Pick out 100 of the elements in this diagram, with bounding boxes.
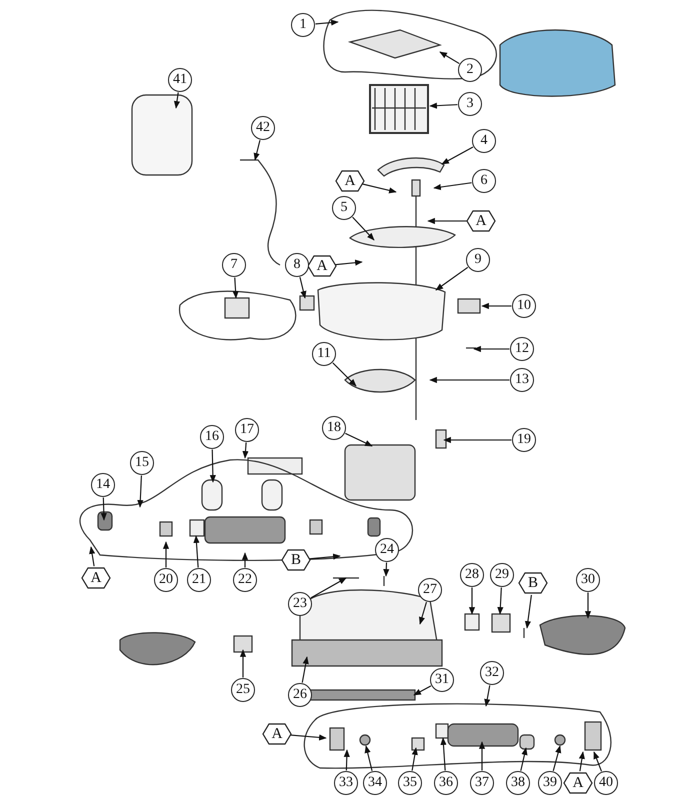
callout-number: 13 — [510, 368, 534, 392]
callout-number: 41 — [168, 68, 192, 92]
callout-number: 28 — [460, 563, 484, 587]
leader-line — [552, 745, 562, 772]
leader-line — [315, 20, 339, 26]
callout-number: 21 — [187, 568, 211, 592]
leader-line — [484, 685, 490, 707]
callout-number: 2 — [458, 58, 482, 82]
leader-line — [497, 587, 504, 615]
leader-line — [162, 541, 170, 568]
leader-line — [440, 737, 447, 771]
leader-line — [174, 92, 180, 109]
callout-number: 42 — [251, 116, 275, 140]
callout-number: 29 — [490, 563, 514, 587]
leader-line — [362, 183, 397, 194]
leader-line — [473, 346, 510, 352]
callout-number: 17 — [235, 418, 259, 442]
callout-number: 14 — [91, 473, 115, 497]
leader-line — [481, 302, 512, 310]
callout-number: 19 — [512, 428, 536, 452]
callout-letter: A — [81, 567, 111, 589]
callout-number: 25 — [231, 678, 255, 702]
callout-number: 27 — [418, 578, 442, 602]
callout-number: 22 — [233, 568, 257, 592]
leader-line — [443, 436, 512, 444]
leader-line — [332, 362, 357, 387]
leader-line — [593, 751, 602, 772]
leader-line — [242, 552, 248, 568]
callout-number: 23 — [288, 592, 312, 616]
leader-line — [232, 277, 239, 299]
callout-number: 31 — [430, 668, 454, 692]
callout-letter: A — [563, 772, 593, 794]
leader-line — [302, 656, 309, 683]
leader-line — [578, 751, 585, 772]
callout-number: 18 — [322, 416, 346, 440]
callout-number: 37 — [470, 771, 494, 795]
leader-line — [89, 546, 96, 566]
leader-line — [344, 749, 350, 771]
leader-line — [427, 218, 469, 224]
callout-number: 20 — [154, 568, 178, 592]
callout-number: 9 — [466, 248, 490, 272]
leader-line — [100, 497, 107, 521]
callout-number: 15 — [130, 451, 154, 475]
callout-number: 26 — [288, 683, 312, 707]
callout-number: 3 — [458, 92, 482, 116]
callout-number: 24 — [375, 538, 399, 562]
callout-letter: A — [307, 255, 337, 277]
leader-line — [383, 562, 390, 577]
leader-line — [137, 475, 144, 508]
leader-line — [240, 649, 246, 678]
leader-line — [413, 685, 432, 696]
callout-number: 6 — [472, 169, 496, 193]
leader-line — [478, 741, 486, 770]
callout-number: 34 — [363, 771, 387, 795]
callout-number: 4 — [472, 129, 496, 153]
leader-line — [441, 146, 474, 164]
callout-letter: B — [281, 549, 311, 571]
leader-line — [412, 747, 418, 771]
leader-line — [429, 102, 458, 109]
leader-line — [524, 594, 532, 629]
callout-number: 1 — [291, 13, 315, 37]
leader-line — [193, 535, 200, 568]
leader-line — [520, 747, 528, 771]
leader-line — [435, 266, 468, 290]
callout-number: 30 — [576, 568, 600, 592]
callout-letter: A — [262, 723, 292, 745]
callout-number: 38 — [506, 771, 530, 795]
leader-line — [419, 602, 427, 625]
leader-line — [254, 140, 260, 161]
leader-line — [429, 376, 510, 384]
callout-number: 39 — [538, 771, 562, 795]
callout-letter: B — [518, 572, 548, 594]
leader-line — [584, 592, 592, 619]
callout-number: 35 — [398, 771, 422, 795]
leader-line — [288, 734, 327, 740]
leader-line — [345, 432, 373, 446]
leader-line — [210, 449, 216, 483]
leader-line — [364, 745, 373, 771]
leader-line — [433, 182, 472, 190]
leader-line — [242, 442, 249, 459]
leader-line — [310, 578, 347, 598]
callout-number: 33 — [334, 771, 358, 795]
callout-number: 8 — [285, 253, 309, 277]
leader-line — [334, 260, 363, 266]
leader-line — [439, 52, 460, 64]
callout-letter: A — [466, 210, 496, 232]
callout-number: 16 — [200, 425, 224, 449]
callout-number: 12 — [510, 337, 534, 361]
callout-number: 10 — [512, 294, 536, 318]
callout-number: 5 — [332, 196, 356, 220]
leader-line — [468, 588, 476, 615]
callout-letter: A — [335, 170, 365, 192]
leader-line — [299, 277, 306, 299]
callout-number: 32 — [480, 661, 504, 685]
callout-number: 11 — [312, 342, 336, 366]
leader-line — [352, 216, 375, 241]
callout-number: 40 — [594, 771, 618, 795]
callout-number: 36 — [434, 771, 458, 795]
callout-number: 7 — [222, 253, 246, 277]
leader-line — [308, 554, 341, 560]
